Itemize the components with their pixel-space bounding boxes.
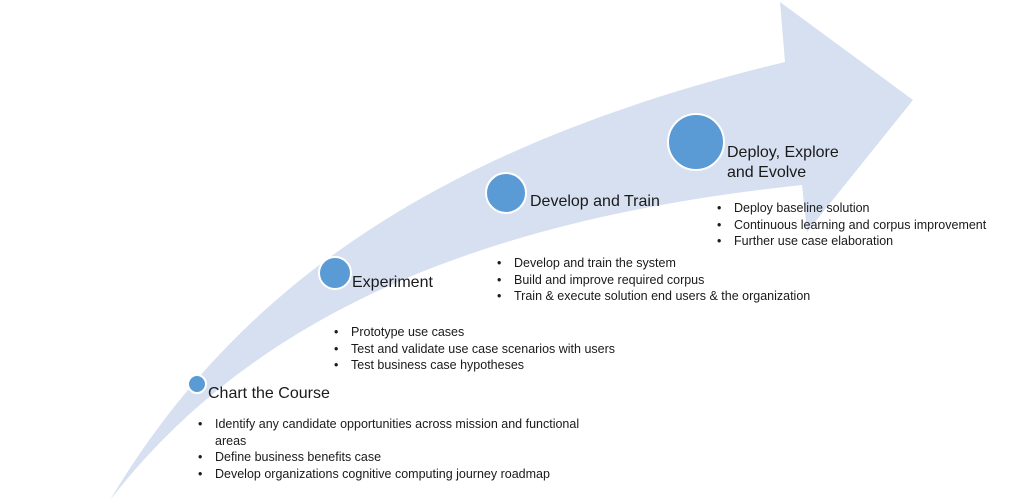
list-item: Train & execute solution end users & the…: [495, 288, 855, 305]
stage-4-bullets: Deploy baseline solution Continuous lear…: [715, 200, 1015, 250]
list-item: Deploy baseline solution: [715, 200, 1015, 217]
list-item: Build and improve required corpus: [495, 272, 855, 289]
list-item: Prototype use cases: [332, 324, 652, 341]
stage-3-bullets: Develop and train the system Build and i…: [495, 255, 855, 305]
list-item: Further use case elaboration: [715, 233, 1015, 250]
stage-3-circle: [485, 172, 527, 214]
list-item: Test and validate use case scenarios wit…: [332, 341, 652, 358]
stage-1-circle: [187, 374, 207, 394]
list-item: Test business case hypotheses: [332, 357, 652, 374]
list-item: Develop organizations cognitive computin…: [196, 466, 596, 483]
list-item: Identify any candidate opportunities acr…: [196, 416, 596, 449]
stage-4-title: Deploy, Explore and Evolve: [727, 144, 839, 181]
stage-1-bullets: Identify any candidate opportunities acr…: [196, 416, 596, 482]
list-item: Continuous learning and corpus improveme…: [715, 217, 1015, 234]
list-item: Develop and train the system: [495, 255, 855, 272]
list-item: Define business benefits case: [196, 449, 596, 466]
stage-2-circle: [318, 256, 352, 290]
stage-3-title: Develop and Train: [530, 193, 660, 210]
stage-4-circle: [667, 113, 725, 171]
stage-1-title: Chart the Course: [208, 385, 330, 402]
stage-2-bullets: Prototype use cases Test and validate us…: [332, 324, 652, 374]
stage-2-title: Experiment: [352, 274, 433, 291]
